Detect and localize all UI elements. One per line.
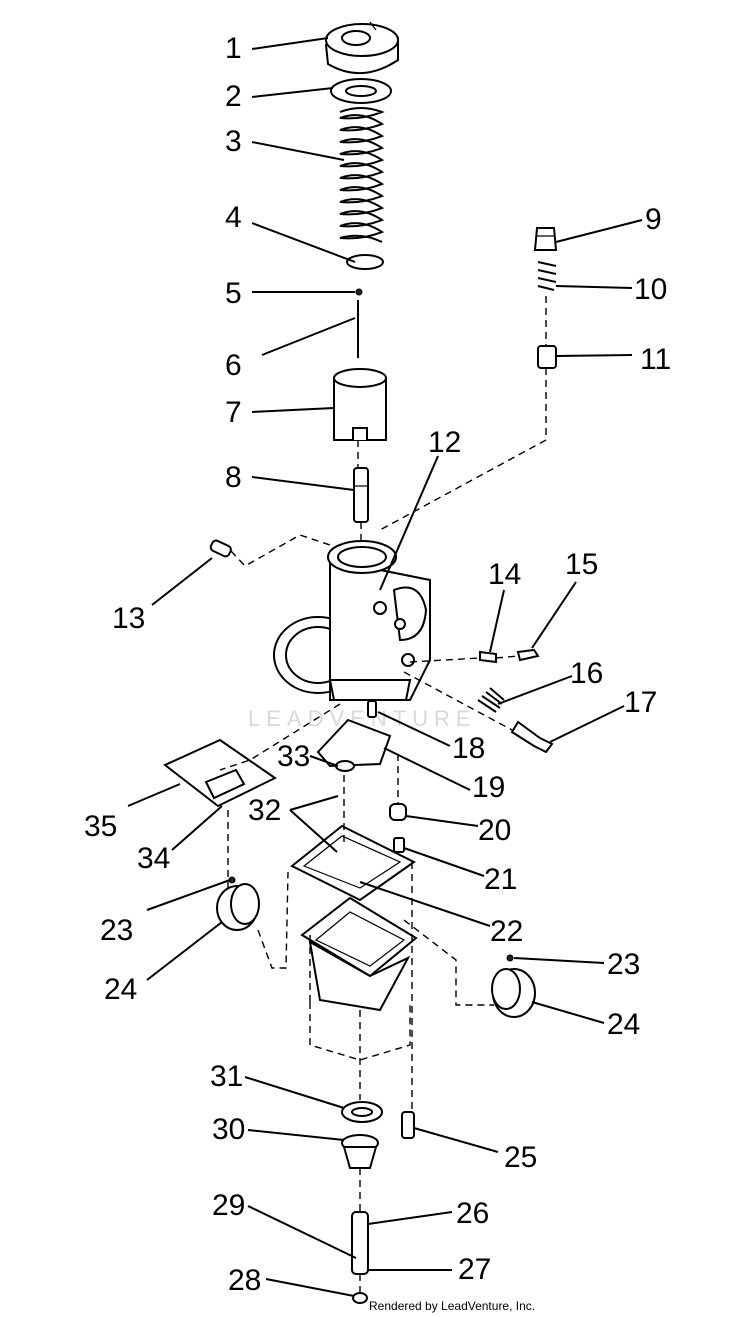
- callout-9: 9: [645, 203, 662, 236]
- spring-part: [339, 107, 385, 243]
- callout-26: 26: [456, 1197, 489, 1230]
- callout-labels: 1 2 3 4 5 6 7 8 9 10 11 12 13 14 15 16 1…: [84, 32, 671, 1297]
- callout-23-right: 23: [607, 948, 640, 981]
- callout-32: 32: [248, 794, 281, 827]
- callout-28: 28: [228, 1264, 261, 1297]
- gasket-plate-part: [316, 718, 392, 768]
- callout-20: 20: [478, 814, 511, 847]
- pilot-jet-part: [393, 837, 405, 853]
- drain-gasket-part: [341, 1101, 383, 1123]
- drain-screw-part: [352, 1292, 368, 1304]
- callout-33: 33: [277, 740, 310, 773]
- leader-lines: [127, 37, 643, 1297]
- callout-25: 25: [504, 1141, 537, 1174]
- idle-screw-part: [510, 720, 554, 754]
- bowl-screw-part: [401, 1111, 415, 1139]
- callout-24: 24: [104, 973, 137, 1006]
- float-arm-tab-part: [204, 768, 246, 800]
- callout-35: 35: [84, 810, 117, 843]
- adjuster-spring-part: [537, 261, 557, 291]
- nut-part: [537, 345, 557, 369]
- callout-13: 13: [112, 602, 145, 635]
- alignment-lines: [219, 296, 547, 1292]
- callout-5: 5: [225, 277, 242, 310]
- air-screw-part: [479, 650, 497, 664]
- bowl-gasket-part: [290, 824, 416, 902]
- clip-part: [355, 288, 363, 296]
- callout-6: 6: [225, 349, 242, 382]
- float-bowl-part: [300, 896, 418, 1012]
- callout-18: 18: [452, 732, 485, 765]
- needle-jet-part: [353, 467, 369, 523]
- callout-17: 17: [624, 686, 657, 719]
- callout-24-right: 24: [607, 1008, 640, 1041]
- callout-22: 22: [490, 915, 523, 948]
- callout-10: 10: [634, 273, 667, 306]
- retainer-plate-part: [346, 254, 384, 270]
- o-ring-part: [335, 760, 355, 772]
- callout-34: 34: [137, 842, 170, 875]
- carburetor-body-part: [273, 540, 431, 701]
- callout-31: 31: [210, 1060, 243, 1093]
- pilot-screw-part: [209, 539, 232, 558]
- callout-14: 14: [488, 558, 521, 591]
- float-arm-part: [163, 738, 277, 808]
- washer-part: [330, 78, 392, 104]
- callout-3: 3: [225, 125, 242, 158]
- float-pin-right-part: [506, 954, 514, 962]
- callout-4: 4: [225, 201, 242, 234]
- drain-tube-part: [351, 1211, 369, 1275]
- callout-27: 27: [458, 1253, 491, 1286]
- callout-23: 23: [100, 914, 133, 947]
- callout-11: 11: [640, 343, 671, 376]
- callout-30: 30: [212, 1113, 245, 1146]
- callout-15: 15: [565, 548, 598, 581]
- callout-29: 29: [212, 1189, 245, 1222]
- float-left-part: [216, 883, 260, 931]
- idle-spring-part: [477, 687, 505, 713]
- callout-12: 12: [428, 426, 461, 459]
- cap-part: [324, 21, 399, 75]
- float-right-part: [491, 968, 536, 1018]
- callout-21: 21: [484, 863, 517, 896]
- cable-adjuster-part: [533, 227, 558, 251]
- callout-8: 8: [225, 461, 242, 494]
- callout-19: 19: [472, 771, 505, 804]
- credit-text: Rendered by LeadVenture, Inc.: [369, 1299, 535, 1313]
- throttle-valve-part: [333, 368, 387, 441]
- part-drawings: [163, 21, 558, 1304]
- callout-1: 1: [225, 32, 242, 65]
- callout-7: 7: [225, 396, 242, 429]
- callout-2: 2: [225, 80, 242, 113]
- collar-part: [389, 803, 407, 821]
- callout-16: 16: [570, 657, 603, 690]
- drain-plug-part: [341, 1134, 379, 1169]
- air-screw-tip-part: [516, 648, 540, 662]
- small-pin-part: [367, 700, 377, 718]
